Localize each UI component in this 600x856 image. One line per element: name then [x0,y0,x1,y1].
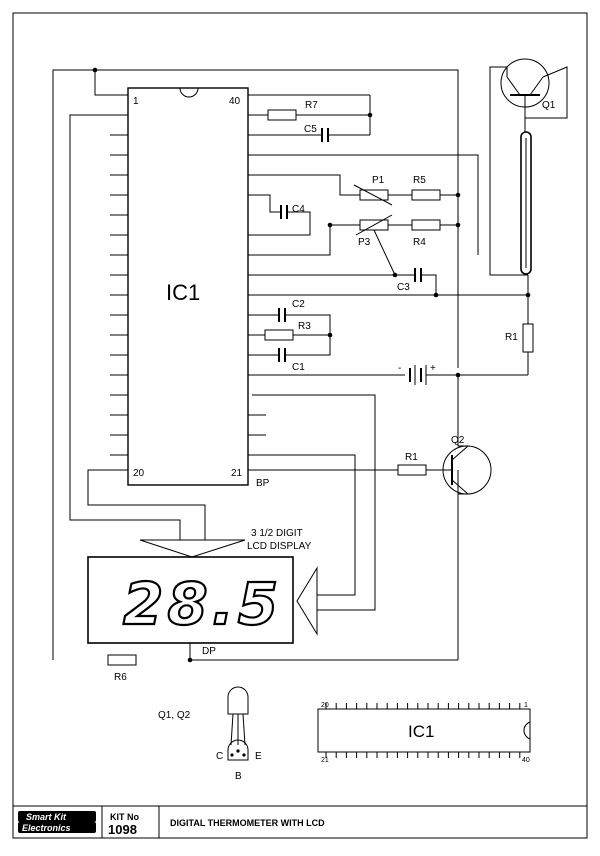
c1-label: C1 [292,362,305,373]
segment-bus-pin20 [87,469,206,540]
junction [327,222,333,228]
junction [367,112,373,118]
ic1-pin40-label: 40 [229,96,241,107]
q1-wire [248,154,479,255]
ic-package-outline [317,708,531,753]
junction [433,292,439,298]
ic-package-pins [325,703,521,758]
legend-ic-pin20: 20 [321,702,329,709]
bp-label: BP [256,478,270,489]
legend-ic-pin40: 40 [522,757,530,764]
r4-label: R4 [413,237,426,248]
outer-wire [52,69,459,660]
kit-label: KIT No [110,812,139,822]
q1-label: Q1 [542,100,556,111]
footer-bar [12,805,588,839]
display-input-arrow-right [296,566,318,636]
r3-resistor [264,329,294,341]
junction [92,67,98,73]
battery-plus-label: + [430,363,436,374]
r1-top-resistor [522,323,534,353]
pin1-wire [94,70,128,96]
r1-bottom-label: R1 [405,452,418,463]
legend-transistor-label: Q1, Q2 [158,710,191,721]
junction [187,657,193,663]
r1-top-label: R1 [505,332,518,343]
logo-line1: Smart Kit [26,812,67,822]
battery [409,365,427,385]
r1-bottom-resistor [397,464,427,476]
junction [525,292,531,298]
junction [327,332,333,338]
r6-label: R6 [114,672,127,683]
r4-resistor [411,219,441,231]
r5-label: R5 [413,175,426,186]
ic1-right-pins [248,414,266,456]
legend-ic-pin1: 1 [524,702,528,709]
legend-pin-e: E [255,751,262,762]
junction [455,222,461,228]
segment-bus-left [69,114,181,540]
ic1-left-pins [110,134,128,456]
junction [392,272,398,278]
display-title-1: 3 1/2 DIGIT [251,528,303,539]
lcd-readout: 28.5 [123,570,282,638]
junction [455,192,461,198]
logo-badge [18,811,96,822]
r7-resistor [267,109,297,121]
c3-label: C3 [397,282,410,293]
display-title-2: LCD DISPLAY [247,541,312,552]
c4-label: C4 [292,204,305,215]
bp-bus [252,394,376,611]
r7-label: R7 [305,100,318,111]
sheet-border [12,12,588,839]
footer-title: DIGITAL THERMOMETER WITH LCD [170,818,325,828]
logo-line2: Electronics [22,823,71,833]
ic1-pin21-label: 21 [231,468,243,479]
legend-pin-b: B [235,771,242,782]
legend-ic-label: IC1 [408,722,434,741]
battery-minus-label: - [398,363,401,374]
r3-label: R3 [298,321,311,332]
dp-label: DP [202,646,216,657]
c2-label: C2 [292,299,305,310]
p1-label: P1 [372,175,385,186]
c5-label: C5 [304,124,317,135]
ic1-pin1-label: 1 [133,96,139,107]
ic1-pin20-label: 20 [133,468,145,479]
r6-resistor [107,654,137,666]
q2-label: Q2 [451,435,465,446]
ic1-body [127,87,249,486]
to92-footprint-icon [227,739,249,761]
ic1-label: IC1 [166,280,200,305]
legend-ic-pin21: 21 [321,757,329,764]
ic1-notch [179,87,199,98]
p3-label: P3 [358,237,371,248]
r5-resistor [411,189,441,201]
to92-body-icon [227,686,249,715]
kit-number: 1098 [108,822,137,837]
legend-pin-c: C [216,751,223,762]
display-input-arrow-top [139,539,246,558]
